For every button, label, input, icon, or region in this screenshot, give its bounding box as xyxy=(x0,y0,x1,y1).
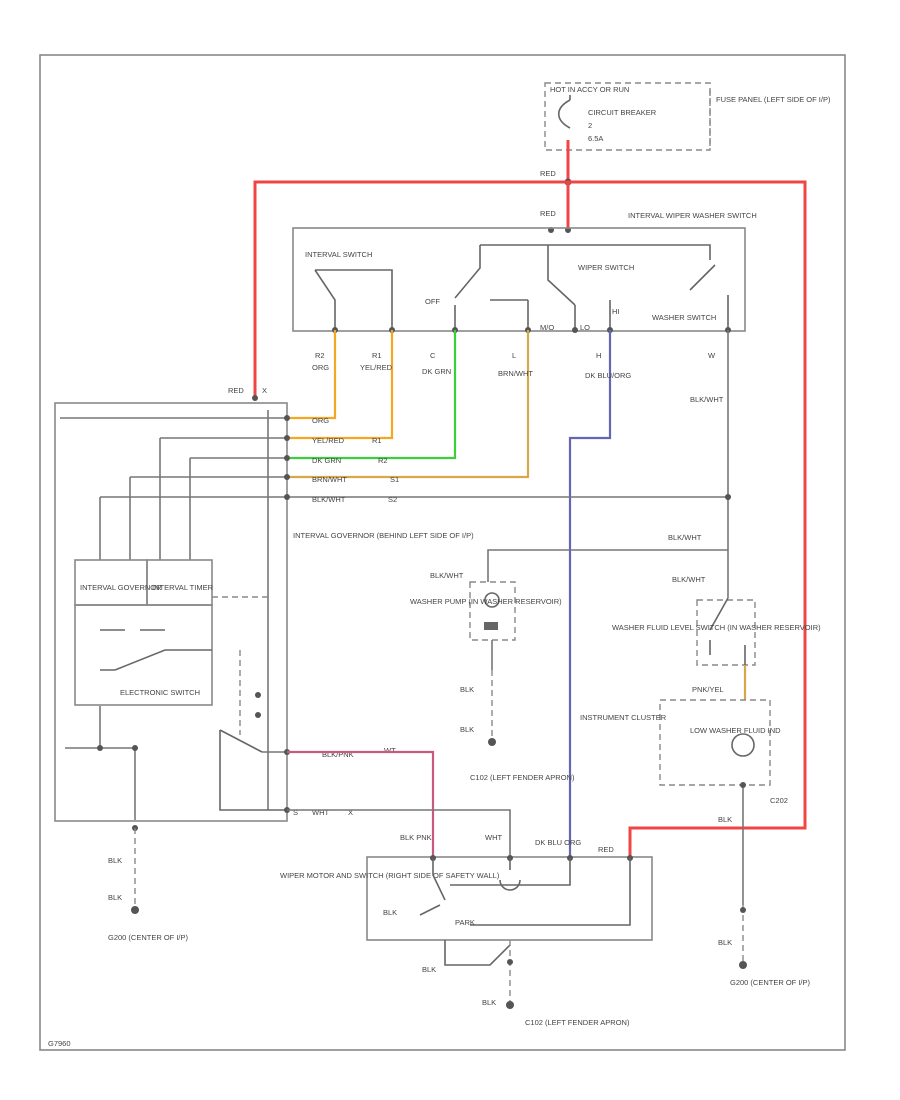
gov-s1-label: S1 xyxy=(390,475,399,484)
wire-r2-label: R2 xyxy=(315,351,325,360)
instrument-cluster-label: INSTRUMENT CLUSTER xyxy=(580,713,667,722)
fuse-panel-label: FUSE PANEL (LEFT SIDE OF I/P) xyxy=(716,95,831,104)
gov-grn-label: DK GRN xyxy=(312,456,341,465)
electronic-switch-box xyxy=(74,604,213,706)
wire-h-label: H xyxy=(596,351,601,360)
wiper-motor-label: WIPER MOTOR AND SWITCH (RIGHT SIDE OF SA… xyxy=(280,871,500,880)
red-switch-label: RED xyxy=(540,209,556,218)
wire-w-label: W xyxy=(708,351,716,360)
washer-pump-label: WASHER PUMP (IN WASHER RESERVOIR) xyxy=(410,597,562,606)
lo-label: LO xyxy=(580,323,590,332)
diagram-frame xyxy=(39,54,846,1051)
blk-wht-pump-label: BLK/WHT xyxy=(430,571,464,580)
blk-bot-label: BLK xyxy=(422,965,436,974)
gov-brn-label: BRN/WHT xyxy=(312,475,347,484)
governor-title: INTERVAL GOVERNOR (BEHIND LEFT SIDE OF I… xyxy=(293,531,474,540)
gov-s2-label: S2 xyxy=(388,495,397,504)
circuit-breaker-symbol xyxy=(557,95,571,129)
g200-right-label: G200 (CENTER OF I/P) xyxy=(730,978,811,987)
wire-r1-label: R1 xyxy=(372,351,382,360)
c202-label: C202 xyxy=(770,796,788,805)
wire-h-color: DK BLU/ORG xyxy=(585,371,631,380)
wire-l-label: L xyxy=(512,351,516,360)
blk-wht-right-label: BLK/WHT xyxy=(668,533,702,542)
gov-yel-label: YEL/RED xyxy=(312,436,345,445)
mo-label: M/O xyxy=(540,323,554,332)
interval-timer-sub-label: INTERVAL TIMER xyxy=(152,583,214,592)
red-top-label: RED xyxy=(540,169,556,178)
cb-num-label: 2 xyxy=(588,121,592,130)
hot-run-label: HOT IN ACCY OR RUN xyxy=(550,85,629,94)
gov-x-label: X xyxy=(262,386,267,395)
low-washer-lamp xyxy=(731,733,755,757)
blk-left1-label: BLK xyxy=(108,856,122,865)
gov-s2-wire-label: BLK/PNK xyxy=(322,750,354,759)
switch-title: INTERVAL WIPER WASHER SWITCH xyxy=(628,211,757,220)
gov-r2-label: R2 xyxy=(378,456,388,465)
gov-org-label: ORG xyxy=(312,416,329,425)
gov-x-bot-label: X xyxy=(348,808,353,817)
wire-w-color: BLK/WHT xyxy=(690,395,724,404)
g200-left-label: G200 (CENTER OF I/P) xyxy=(108,933,189,942)
red-motor-label: RED xyxy=(598,845,614,854)
blk-pnk-motor-label: BLK PNK xyxy=(400,833,432,842)
level-switch-label: WASHER FLUID LEVEL SWITCH (IN WASHER RES… xyxy=(612,623,821,632)
washer-level-switch-box xyxy=(696,599,756,666)
figure-id: G7960 xyxy=(48,1039,71,1048)
red-gov-label: RED xyxy=(228,386,244,395)
wire-r1-color: YEL/RED xyxy=(360,363,393,372)
gov-wht-label: WHT xyxy=(312,808,329,817)
dk-blu-org-motor-label: DK BLU ORG xyxy=(535,838,581,847)
hi-label: HI xyxy=(612,307,620,316)
c102-lower-label: C102 (LEFT FENDER APRON) xyxy=(525,1018,630,1027)
washer-pump-box xyxy=(469,581,516,641)
s-label: S xyxy=(293,808,298,817)
blk-c202-label: BLK xyxy=(718,815,732,824)
fuse-panel-box xyxy=(544,82,711,151)
pnk-wht-label: PNK/YEL xyxy=(692,685,724,694)
cb-rating-label: 6.5A xyxy=(588,134,603,143)
low-washer-label: LOW WASHER FLUID IND xyxy=(690,726,781,735)
blk-bot2-label: BLK xyxy=(482,998,496,1007)
park-label: PARK xyxy=(455,918,475,927)
washer-pump-motor xyxy=(484,622,498,630)
wire-r2-color: ORG xyxy=(312,363,329,372)
gov-r1-label: R1 xyxy=(372,436,382,445)
wire-l-color: BRN/WHT xyxy=(498,369,533,378)
interval-governor-box xyxy=(54,402,288,822)
blk-wht-level-label: BLK/WHT xyxy=(672,575,706,584)
off-label: OFF xyxy=(425,297,440,306)
instrument-cluster-box xyxy=(659,699,771,786)
washer-switch-label: WASHER SWITCH xyxy=(652,313,716,322)
blk-pump2-label: BLK xyxy=(460,725,474,734)
wire-c-label: C xyxy=(430,351,436,360)
electronic-switch-label: ELECTRONIC SWITCH xyxy=(120,688,200,697)
interval-switch-label: INTERVAL SWITCH xyxy=(305,250,372,259)
gov-w-label: WT xyxy=(384,746,396,755)
wiper-washer-switch-box xyxy=(292,227,746,332)
interval-governor-sub-label: INTERVAL GOVERNOR xyxy=(80,583,162,592)
c102-upper-label: C102 (LEFT FENDER APRON) xyxy=(470,773,575,782)
wht-motor-label: WHT xyxy=(485,833,502,842)
wire-c-color: DK GRN xyxy=(422,367,451,376)
blk-pump-label: BLK xyxy=(460,685,474,694)
circuit-breaker-label: CIRCUIT BREAKER xyxy=(588,108,657,117)
blk-left2-label: BLK xyxy=(108,893,122,902)
wiper-switch-label: WIPER SWITCH xyxy=(578,263,634,272)
blk-motor-label: BLK xyxy=(383,908,397,917)
blk-right-gnd-label: BLK xyxy=(718,938,732,947)
gov-blk-label: BLK/WHT xyxy=(312,495,346,504)
